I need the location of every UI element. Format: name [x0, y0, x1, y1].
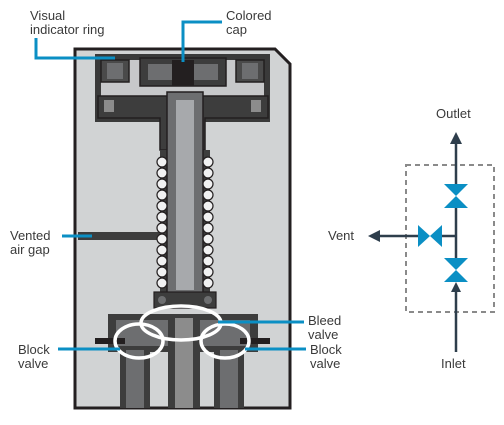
valve-cutaway	[73, 47, 292, 410]
label-line: air gap	[10, 242, 50, 257]
label-line: valve	[18, 356, 49, 371]
block-valve-right-highlight	[199, 322, 251, 360]
label-line: Block	[18, 342, 50, 357]
schematic-inlet-label: Inlet	[441, 356, 466, 371]
schematic-outlet-label: Outlet	[436, 106, 471, 121]
label-visual-indicator-ring: Visual indicator ring	[30, 9, 104, 37]
label-bleed-valve: Bleed valve	[308, 314, 341, 342]
label-line: indicator ring	[30, 22, 105, 37]
vent-arrow	[368, 230, 380, 242]
label-block-valve-left: Block valve	[18, 343, 50, 371]
schematic	[368, 132, 495, 352]
label-vented-air-gap: Vented air gap	[10, 229, 51, 257]
spring-right	[202, 156, 214, 289]
upper-block-valve-symbol	[444, 184, 468, 208]
air-gap-passage	[78, 232, 164, 240]
lower-block-valve-symbol	[444, 258, 468, 282]
label-line: valve	[310, 356, 341, 371]
bleed-valve-symbol	[418, 225, 442, 247]
label-block-valve-right: Block valve	[310, 343, 342, 371]
leader-lines	[34, 20, 306, 351]
label-line: Block	[310, 342, 342, 357]
spring-left	[156, 156, 168, 289]
label-line: Colored	[226, 8, 272, 23]
leader-colored-cap	[181, 20, 222, 62]
schematic-box	[405, 164, 495, 313]
leader-visual-indicator-ring	[34, 38, 115, 60]
schematic-vent-label: Vent	[328, 228, 355, 243]
label-line: valve	[308, 327, 339, 342]
label-colored-cap: Colored cap	[226, 9, 272, 37]
label-line: Visual	[30, 8, 66, 23]
label-line: Bleed	[308, 313, 342, 328]
outlet-arrow	[450, 132, 462, 144]
label-line: cap	[226, 22, 247, 37]
block-valve-left-highlight	[113, 322, 165, 360]
label-line: Vented	[10, 228, 51, 243]
